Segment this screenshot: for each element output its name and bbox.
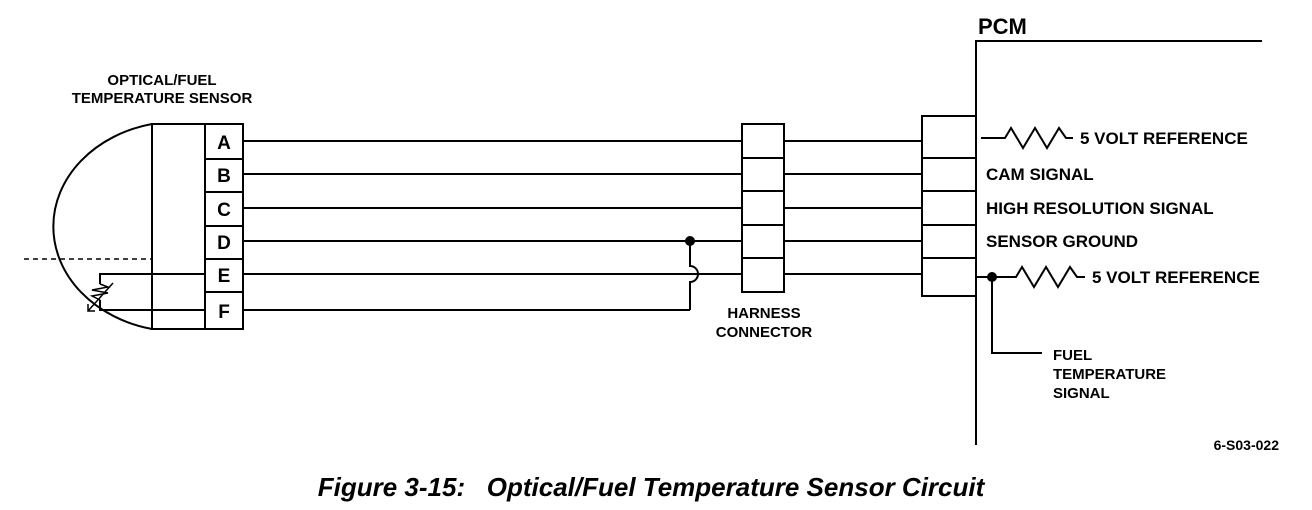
figure-caption: Figure 3-15: Optical/Fuel Temperature Se… — [318, 472, 986, 502]
sensor-title-line1: OPTICAL/FUEL — [107, 72, 216, 89]
signal-cam: CAM SIGNAL — [986, 165, 1094, 184]
wires-harness-to-pcm — [784, 140, 922, 275]
pin-label-a: A — [217, 133, 231, 154]
sensor-housing — [151, 123, 206, 330]
thermistor-symbol — [87, 273, 205, 312]
optical-fuel-temperature-sensor: OPTICAL/FUEL TEMPERATURE SENSOR A B C D … — [24, 72, 253, 330]
pcm-boundary — [975, 40, 1262, 445]
splice-jumper — [689, 241, 699, 310]
fuel-temp-signal-line1: FUEL — [1053, 347, 1092, 364]
pin-label-b: B — [217, 166, 231, 187]
figure-id: 6-S03-022 — [1214, 437, 1280, 453]
signal-high-resolution: HIGH RESOLUTION SIGNAL — [986, 199, 1214, 218]
wires-sensor-to-harness — [243, 140, 742, 311]
pin-label-c: C — [217, 200, 231, 221]
harness-block — [741, 123, 785, 293]
resistor-symbol — [981, 126, 1073, 150]
pcm-title: PCM — [978, 14, 1027, 39]
fuel-temp-signal-line2: TEMPERATURE — [1053, 366, 1166, 383]
sensor-dome — [52, 123, 153, 330]
resistor-symbol — [976, 265, 1085, 289]
signal-sensor-ground: SENSOR GROUND — [986, 232, 1138, 251]
pcm-connector — [921, 115, 977, 297]
sensor-title-line2: TEMPERATURE SENSOR — [72, 90, 253, 107]
harness-label-line1: HARNESS — [727, 305, 800, 322]
pin-label-e: E — [218, 266, 231, 287]
pin-label-d: D — [217, 233, 231, 254]
signal-5v-reference-bottom: 5 VOLT REFERENCE — [1092, 268, 1260, 287]
signal-5v-reference-top: 5 VOLT REFERENCE — [1080, 129, 1248, 148]
pcm-module: PCM 5 VOLT REFERENCE CAM SIGNAL HIGH RES… — [921, 14, 1262, 445]
harness-connector: HARNESS CONNECTOR — [716, 123, 813, 341]
harness-label-line2: CONNECTOR — [716, 324, 813, 341]
pin-label-f: F — [218, 302, 230, 323]
fuel-temp-signal-line3: SIGNAL — [1053, 385, 1110, 402]
fuel-temp-signal-line — [991, 277, 1042, 354]
